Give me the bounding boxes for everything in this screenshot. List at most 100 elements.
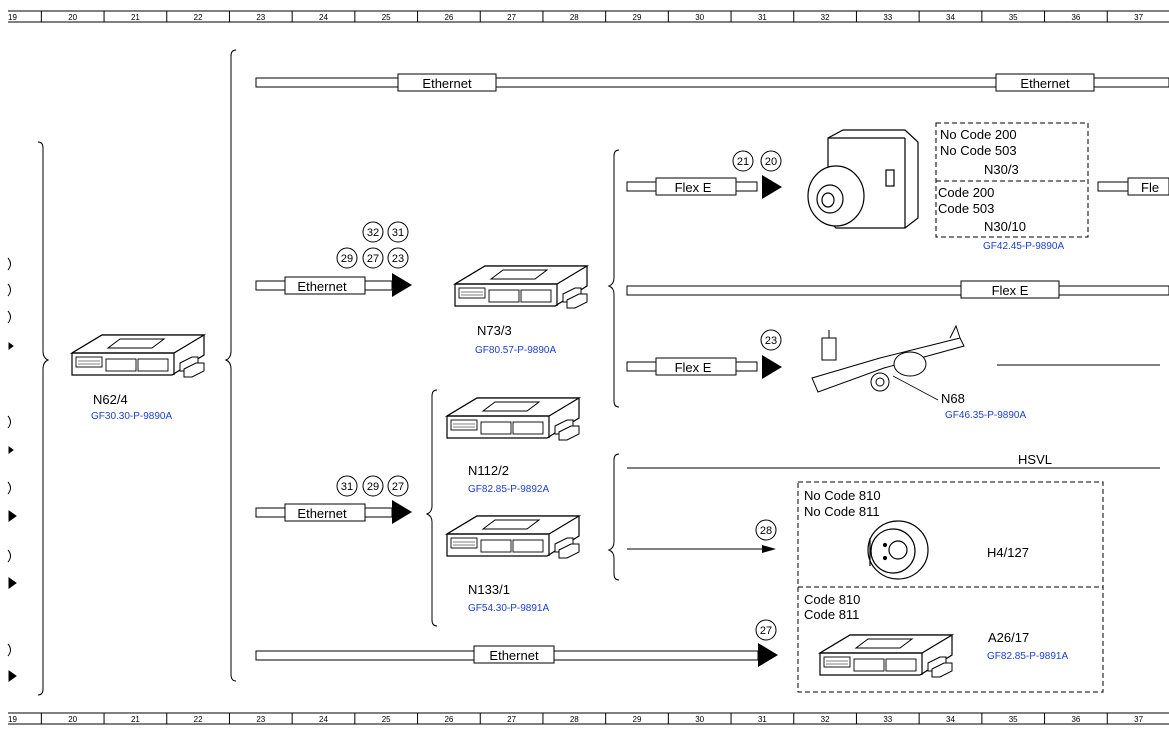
ruler-number: 26: [444, 715, 453, 724]
ruler-number: 19: [8, 715, 17, 724]
n30-variant-b-line2: Code 503: [938, 201, 994, 216]
ruler-number: 27: [507, 13, 516, 22]
ruler-number: 30: [695, 715, 704, 724]
ethernet-label-5: Ethernet: [489, 648, 539, 663]
ruler-number: 36: [1071, 13, 1080, 22]
n30-3-name: N30/3: [984, 162, 1019, 177]
ruler-number: 25: [382, 715, 391, 724]
callout-29-b: 29: [367, 481, 379, 493]
ruler-number: 26: [444, 13, 453, 22]
n62-4-ref-link[interactable]: GF30.30-P-9890A: [91, 411, 172, 422]
ruler-number: 21: [131, 13, 140, 22]
a26-17-ref-link[interactable]: GF82.85-P-9891A: [987, 651, 1068, 662]
n73-3-ref-link[interactable]: GF80.57-P-9890A: [475, 345, 556, 356]
flexe-label-1: Flex E: [675, 180, 712, 195]
ethernet-label-2: Ethernet: [1020, 76, 1070, 91]
brace-main: [224, 49, 237, 682]
brace-ethernet-group: [425, 389, 438, 627]
callout-31-b: 31: [341, 481, 353, 493]
flexe-bus: Flex E: [626, 280, 1169, 299]
flexe-label-3: Flex E: [675, 360, 712, 375]
n112-2-name: N112/2: [468, 463, 509, 478]
steering-gear-icon: [811, 324, 965, 401]
callout-23-n68: 23: [765, 335, 777, 347]
flexe-label-cut: Fle: [1141, 180, 1159, 195]
callout-31: 31: [392, 227, 404, 239]
brace-n73: [607, 149, 620, 408]
ethernet-arrow-a26: Ethernet: [255, 643, 778, 667]
ethernet-bus-top: Ethernet Ethernet: [255, 73, 1169, 92]
n62-4-module-icon: [71, 334, 205, 378]
n68-ref-link[interactable]: GF46.35-P-9890A: [945, 410, 1026, 421]
h4-127-name: H4/127: [987, 545, 1029, 560]
ruler-number: 20: [68, 715, 77, 724]
hsvl-line: HSVL: [627, 452, 1160, 469]
ethernet-label-1: Ethernet: [422, 76, 472, 91]
flexe-label-2: Flex E: [992, 283, 1029, 298]
esp-hydraulic-unit-icon: [807, 129, 919, 229]
ruler-number: 27: [507, 715, 516, 724]
ruler-number: 37: [1134, 715, 1143, 724]
ruler-number: 34: [946, 13, 955, 22]
ruler-number: 35: [1009, 715, 1018, 724]
ruler-number: 22: [194, 715, 203, 724]
n112-2-ref-link[interactable]: GF82.85-P-9892A: [468, 484, 549, 495]
ruler-number: 24: [319, 715, 328, 724]
a26-17-module-icon: [819, 634, 953, 678]
h4-a26-variant-box: [797, 481, 1104, 693]
callout-28: 28: [760, 525, 772, 537]
ruler-number: 20: [68, 13, 77, 22]
n133-1-name: N133/1: [468, 582, 510, 597]
ruler-number: 25: [382, 13, 391, 22]
hsvl-label: HSVL: [1018, 452, 1052, 467]
callout-32: 32: [367, 227, 379, 239]
ruler-number: 28: [570, 715, 579, 724]
flexe-arrow-n30: Flex E: [626, 175, 782, 199]
n133-1-module-icon: [446, 515, 580, 559]
a26-17-name: A26/17: [988, 630, 1029, 645]
flexe-arrow-n68: Flex E: [626, 355, 782, 379]
callout-27-b: 27: [392, 481, 404, 493]
n30-ref-link[interactable]: GF42.45-P-9890A: [983, 241, 1064, 252]
n112-2-module-icon: [446, 397, 580, 441]
n30-10-name: N30/10: [984, 219, 1026, 234]
ruler-number: 29: [633, 13, 642, 22]
n30-variant-a-line2: No Code 503: [940, 143, 1017, 158]
callout-27: 27: [367, 253, 379, 265]
h4-line2: No Code 811: [804, 504, 880, 519]
callout-23: 23: [392, 253, 404, 265]
callout-21: 21: [737, 156, 749, 168]
ethernet-label-3: Ethernet: [297, 279, 347, 294]
ruler-number: 23: [256, 715, 265, 724]
n133-1-ref-link[interactable]: GF54.30-P-9891A: [468, 603, 549, 614]
ruler-number: 37: [1134, 13, 1143, 22]
left-edge-connectors: [7, 257, 17, 682]
ruler-number: 34: [946, 715, 955, 724]
n73-3-name: N73/3: [477, 323, 512, 338]
ruler-number: 33: [883, 13, 892, 22]
ruler-number: 30: [695, 13, 704, 22]
ruler-number: 35: [1009, 13, 1018, 22]
ruler-number: 23: [256, 13, 265, 22]
flexe-arrow-right-cut: Fle: [1097, 177, 1169, 196]
ruler-number: 32: [821, 715, 830, 724]
ethernet-label-box-1: [397, 73, 497, 92]
ruler-number: 36: [1071, 715, 1080, 724]
ethernet-label-4: Ethernet: [297, 506, 347, 521]
ruler-number: 22: [194, 13, 203, 22]
h4-line1: No Code 810: [804, 488, 881, 503]
ruler-number: 19: [8, 13, 17, 22]
a26-line2: Code 811: [804, 607, 859, 622]
n30-variant-b-line1: Code 200: [938, 185, 994, 200]
ruler-number: 32: [821, 13, 830, 22]
n30-variant-a-line1: No Code 200: [940, 127, 1017, 142]
n73-3-module-icon: [454, 265, 588, 309]
ruler-number: 33: [883, 715, 892, 724]
ruler-number: 31: [758, 715, 767, 724]
n68-name: N68: [941, 391, 965, 406]
callout-20: 20: [765, 156, 777, 168]
arrow-to-h4: [627, 545, 776, 553]
